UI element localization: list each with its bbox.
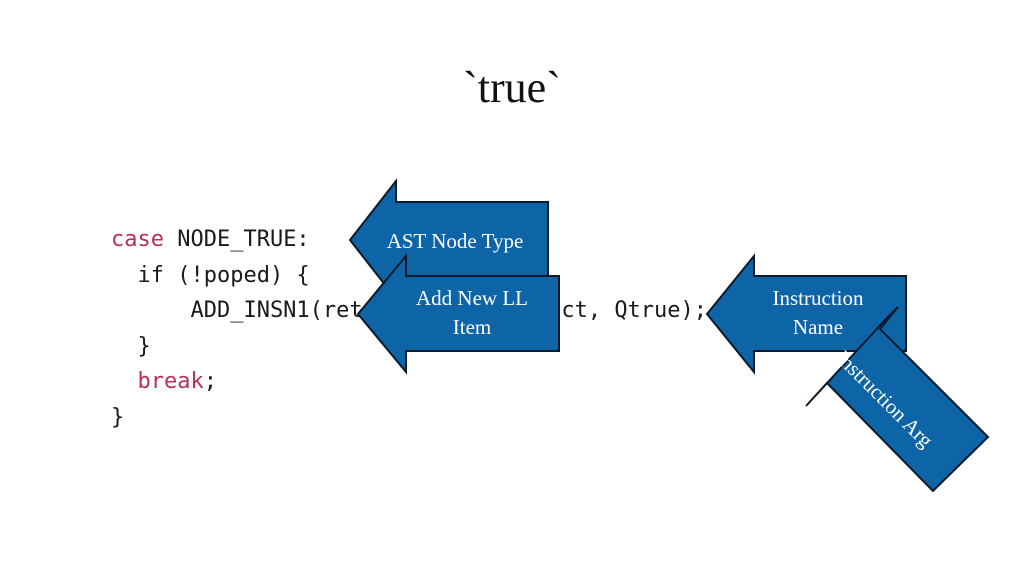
code-text: } <box>111 333 151 359</box>
code-keyword-case: case <box>111 227 164 252</box>
code-text: ; <box>203 369 217 394</box>
arrow-left-icon <box>356 253 560 375</box>
code-text: NODE_TRUE: <box>163 227 310 252</box>
code-text: } <box>111 404 125 430</box>
callout-label: Add New LL <box>416 286 528 310</box>
callout-label: AST Node Type <box>387 229 524 253</box>
callout-add-new-ll-item: Add New LL Item <box>356 253 560 375</box>
code-text: if (!poped) { <box>111 262 310 288</box>
code-keyword-break: break <box>137 369 204 394</box>
arrow-left-icon <box>705 253 907 375</box>
callout-instruction-name: Instruction Name <box>705 253 907 375</box>
callout-label: Item <box>453 315 491 339</box>
arrow-up-left-icon <box>805 306 990 493</box>
callout-label: Instruction <box>773 286 864 310</box>
callout-label: Name <box>793 315 843 339</box>
slide-title: `true` <box>463 63 561 112</box>
